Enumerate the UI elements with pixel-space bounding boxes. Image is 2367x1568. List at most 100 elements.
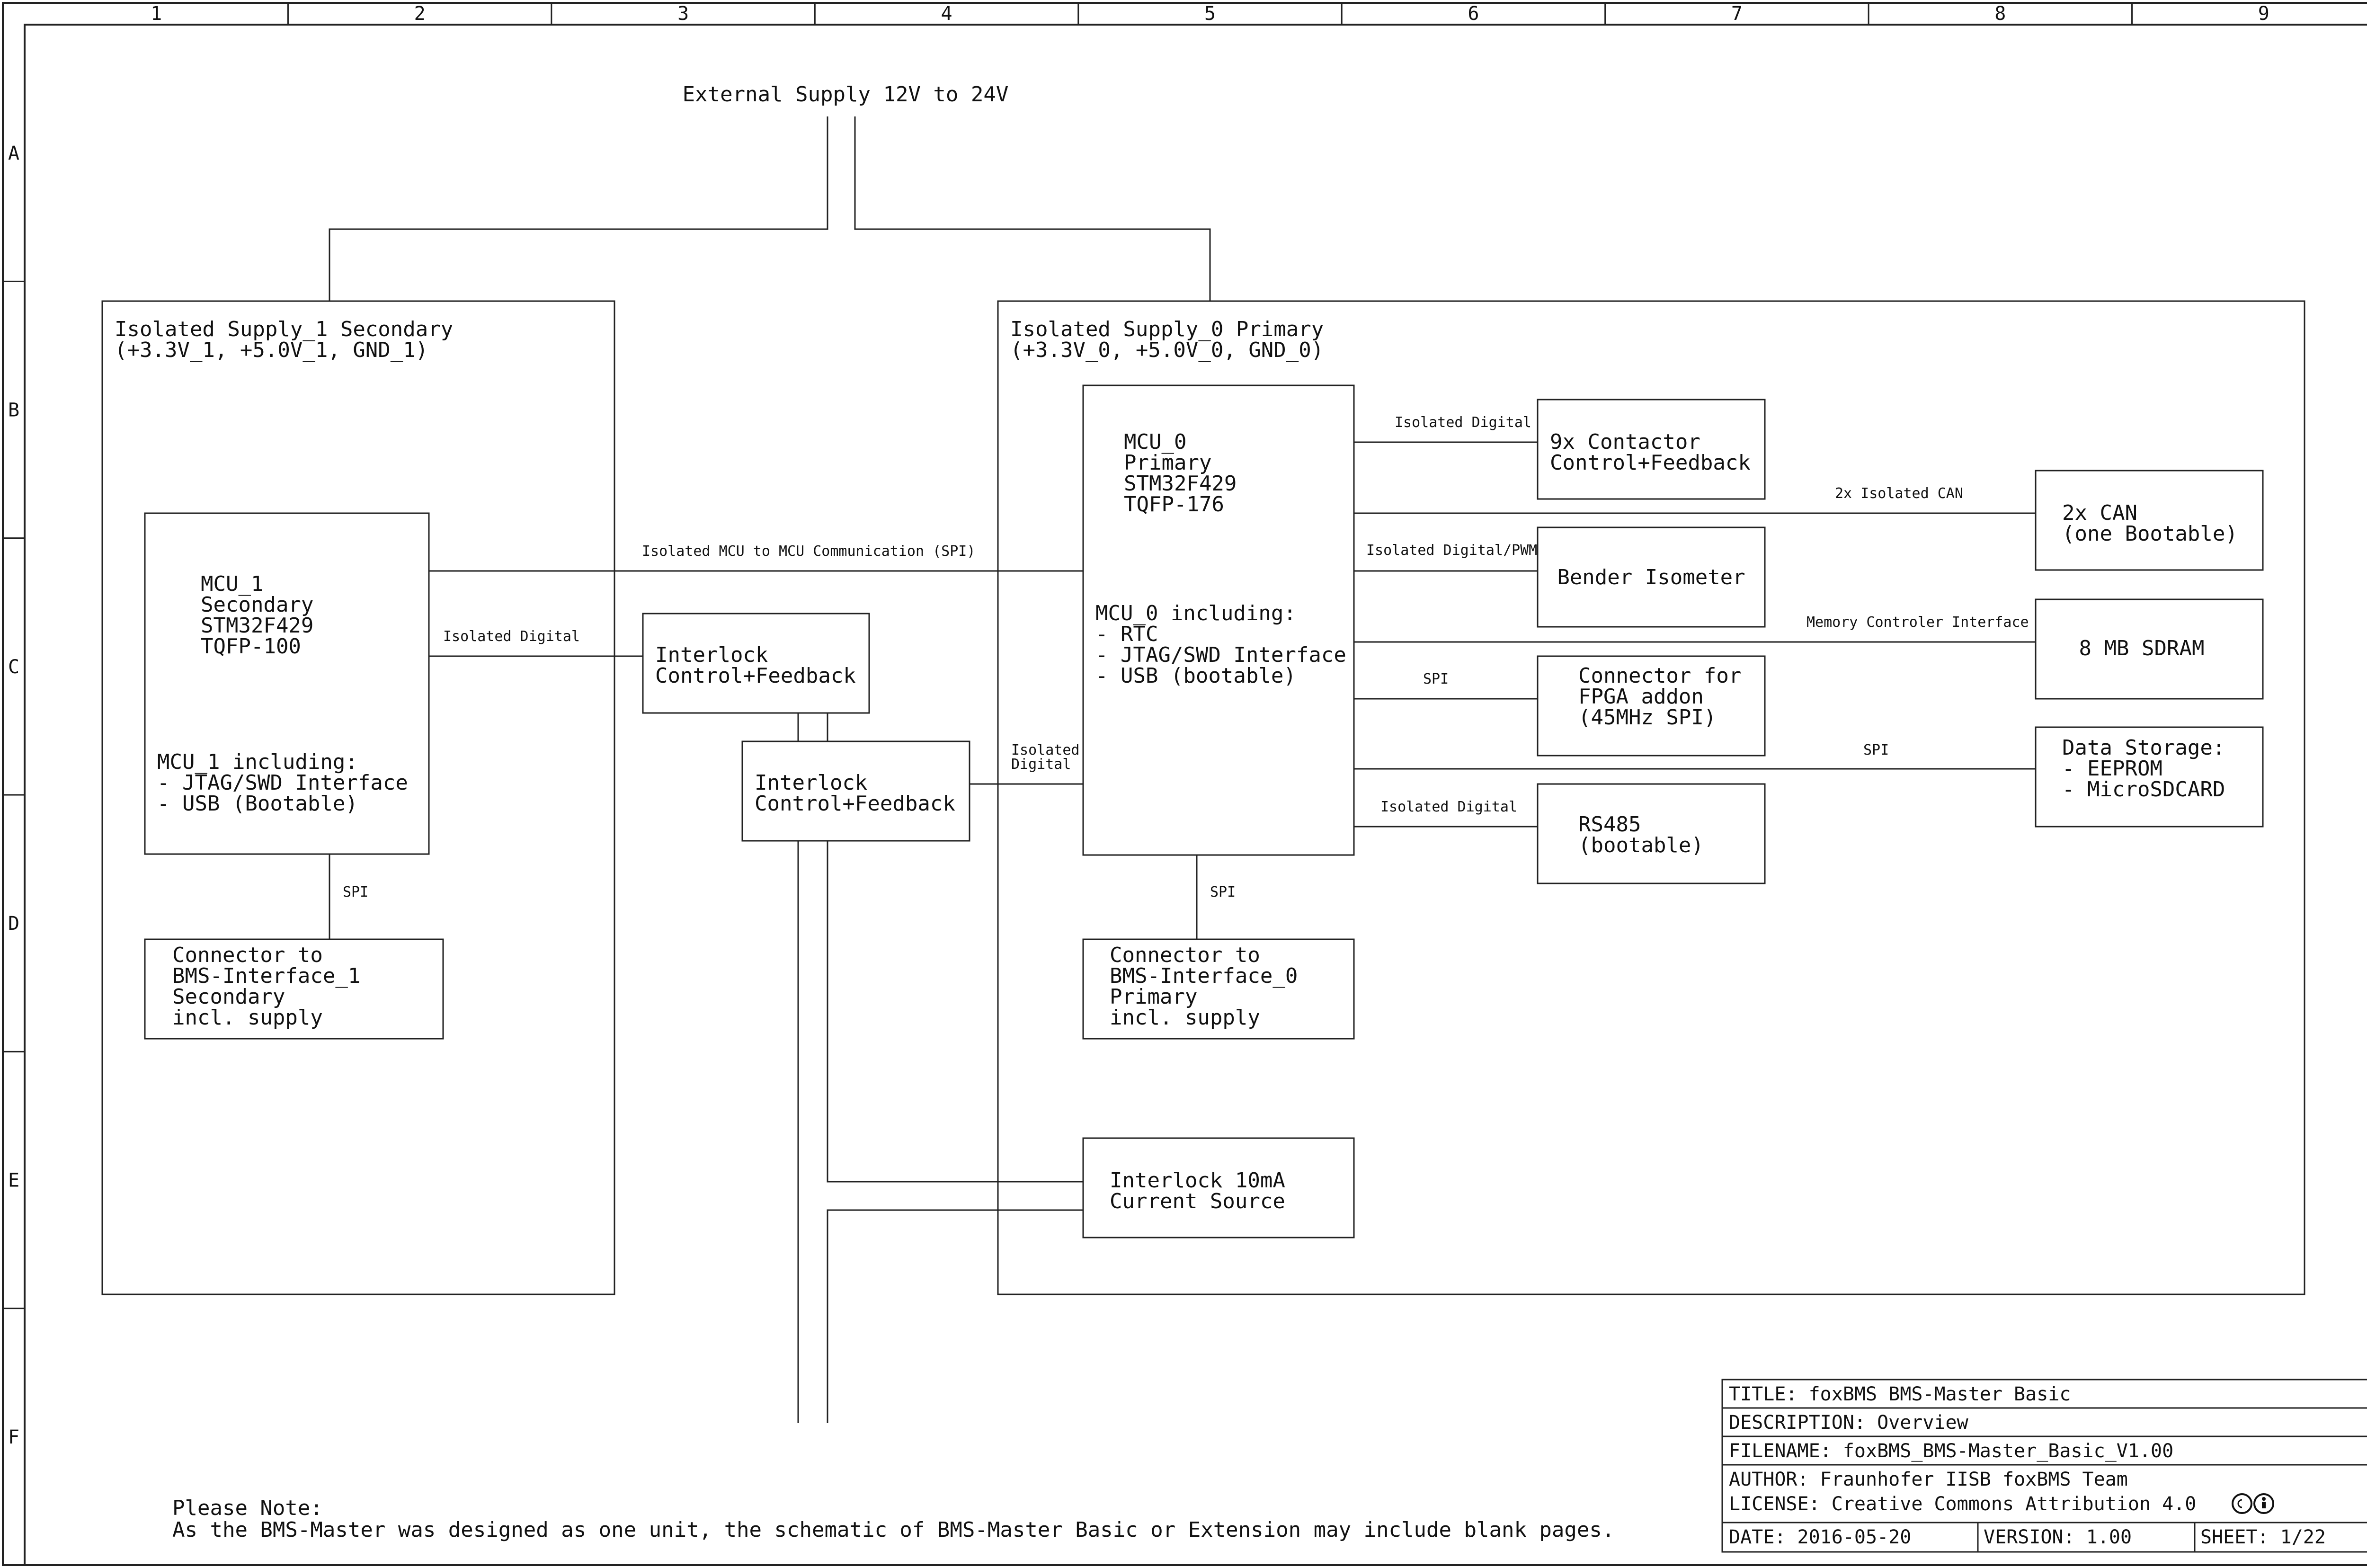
can-block: 2x CAN (one Bootable)	[2035, 470, 2264, 571]
connector0-line2: BMS-Interface_0	[1110, 964, 1298, 988]
row-marker: D	[8, 913, 19, 935]
secondary-region-title: Isolated Supply_1 Secondary	[115, 317, 453, 341]
interlock-upper-line2: Control+Feedback	[655, 664, 856, 688]
label-can: 2x Isolated CAN	[1835, 485, 1963, 502]
mcu0-feature-usb: - USB (bootable)	[1095, 664, 1296, 688]
title-block-sheet: SHEET: 1/22	[2200, 1526, 2326, 1548]
connector1-line3: Secondary	[172, 985, 285, 1009]
column-marker: 6	[1468, 3, 1479, 25]
data-storage-block: Data Storage: - EEPROM - MicroSDCARD	[2035, 726, 2264, 828]
title-block-author: AUTHOR: Fraunhofer IISB foxBMS Team	[1729, 1469, 2128, 1490]
connector-bms-interface-1: Connector to BMS-Interface_1 Secondary i…	[144, 938, 444, 1040]
page-note: Please Note: As the BMS-Master was desig…	[172, 1496, 1614, 1542]
label-bender: Isolated Digital/PWM	[1366, 542, 1537, 559]
fpga-connector-block: Connector for FPGA addon (45MHz SPI)	[1537, 655, 1766, 757]
note-text: As the BMS-Master was designed as one un…	[172, 1518, 1614, 1542]
connector-bms-interface-0: Connector to BMS-Interface_0 Primary inc…	[1082, 938, 1355, 1040]
note-title: Please Note:	[172, 1496, 323, 1520]
mcu0-role: Primary	[1124, 451, 1211, 475]
interlock-lower-line1: Interlock	[755, 771, 867, 795]
title-block-version: VERSION: 1.00	[1984, 1526, 2132, 1548]
fpga-line3: (45MHz SPI)	[1578, 705, 1716, 730]
interlock-upper-line1: Interlock	[655, 643, 768, 667]
mcu0-feature-jtag: - JTAG/SWD Interface	[1095, 643, 1346, 667]
label-rs485: Isolated Digital	[1380, 799, 1517, 815]
secondary-region-rails: (+3.3V_1, +5.0V_1, GND_1)	[115, 338, 428, 362]
column-marker: 2	[414, 3, 426, 25]
label-sdram: Memory Controler Interface	[1806, 614, 2029, 631]
external-supply-label: External Supply 12V to 24V	[683, 82, 1009, 107]
sdram-line1: 8 MB SDRAM	[2079, 636, 2205, 660]
row-marker: B	[8, 400, 19, 421]
column-marker: 9	[2258, 3, 2269, 25]
mcu0-package: TQFP-176	[1124, 492, 1224, 517]
label-mcu0-spi: SPI	[1210, 884, 1236, 900]
connector1-line4: incl. supply	[172, 1006, 323, 1030]
can-line1: 2x CAN	[2062, 501, 2137, 525]
bender-line1: Bender Isometer	[1557, 565, 1745, 589]
row-marker: A	[8, 143, 19, 164]
connector0-line1: Connector to	[1110, 943, 1260, 967]
current-source-line2: Current Source	[1110, 1189, 1285, 1213]
rs485-line1: RS485	[1578, 812, 1641, 837]
interlock-lower-line2: Control+Feedback	[755, 792, 955, 816]
mcu1-feature-jtag: - JTAG/SWD Interface	[157, 771, 408, 795]
mcu1-role: Secondary	[201, 593, 313, 617]
rs485-line2: (bootable)	[1578, 833, 1704, 857]
label-mcu1-spi: SPI	[343, 884, 368, 900]
title-block-license: LICENSE: Creative Commons Attribution 4.…	[1729, 1493, 2196, 1515]
label-mcu1-interlock: Isolated Digital	[443, 628, 580, 645]
connector1-line1: Connector to	[172, 943, 323, 967]
mcu1-part: STM32F429	[201, 614, 313, 638]
title-block-date: DATE: 2016-05-20	[1729, 1526, 1911, 1548]
connections	[329, 441, 2036, 1423]
mcu0-block: MCU_0 Primary STM32F429 TQFP-176 MCU_0 i…	[1082, 384, 1355, 856]
current-source-line1: Interlock 10mA	[1110, 1168, 1285, 1193]
mcu1-including-title: MCU_1 including:	[157, 750, 358, 774]
mcu0-including-title: MCU_0 including:	[1095, 601, 1296, 625]
title-block-filename: FILENAME: foxBMS_BMS-Master_Basic_V1.00	[1729, 1440, 2173, 1462]
column-marker: 4	[941, 3, 952, 25]
column-marker: 3	[677, 3, 689, 25]
row-marker: F	[8, 1426, 19, 1448]
label-mcu-communication: Isolated MCU to MCU Communication (SPI)	[642, 543, 975, 560]
primary-region-title: Isolated Supply_0 Primary	[1010, 317, 1324, 341]
label-contactor: Isolated Digital	[1395, 414, 1531, 431]
column-marker: 8	[1994, 3, 2006, 25]
storage-line3: - MicroSDCARD	[2062, 777, 2225, 802]
title-block-description: DESCRIPTION: Overview	[1729, 1412, 1969, 1434]
mcu0-part: STM32F429	[1124, 472, 1237, 496]
fpga-line1: Connector for	[1578, 664, 1741, 688]
fpga-line2: FPGA addon	[1578, 685, 1704, 709]
label-interlock-mcu0-line1: Isolated	[1011, 742, 1080, 758]
bender-isometer-block: Bender Isometer	[1537, 526, 1766, 628]
title-block: TITLE: foxBMS BMS-Master Basic DESCRIPTI…	[1721, 1379, 2367, 1553]
column-marker: 5	[1204, 3, 1216, 25]
mcu1-feature-usb: - USB (Bootable)	[157, 792, 358, 816]
row-markers: AABBCCDDEEFF	[3, 143, 25, 1448]
connector0-line3: Primary	[1110, 985, 1197, 1009]
contactor-line2: Control+Feedback	[1550, 451, 1751, 475]
rs485-block: RS485 (bootable)	[1537, 783, 1766, 884]
contactor-line1: 9x Contactor	[1550, 430, 1700, 454]
can-line2: (one Bootable)	[2062, 522, 2238, 546]
connector0-line4: incl. supply	[1110, 1006, 1260, 1030]
connection-labels: Isolated MCU to MCU Communication (SPI) …	[343, 414, 2029, 900]
connector1-line2: BMS-Interface_1	[172, 964, 360, 988]
creative-commons-icon	[2232, 1493, 2274, 1514]
title-block-title: TITLE: foxBMS BMS-Master Basic	[1729, 1383, 2071, 1405]
external-supply: External Supply 12V to 24V	[329, 82, 1211, 301]
column-marker: 7	[1731, 3, 1743, 25]
label-fpga: SPI	[1423, 671, 1449, 687]
mcu1-package: TQFP-100	[201, 634, 301, 659]
primary-region-rails: (+3.3V_0, +5.0V_0, GND_0)	[1010, 338, 1324, 362]
mcu0-name: MCU_0	[1124, 430, 1186, 454]
mcu1-block: MCU_1 Secondary STM32F429 TQFP-100 MCU_1…	[144, 512, 430, 855]
row-marker: E	[8, 1170, 19, 1192]
interlock-block-lower: Interlock Control+Feedback	[741, 740, 970, 842]
storage-line1: Data Storage:	[2062, 736, 2225, 760]
storage-line2: - EEPROM	[2062, 757, 2162, 781]
row-marker: C	[8, 656, 19, 678]
